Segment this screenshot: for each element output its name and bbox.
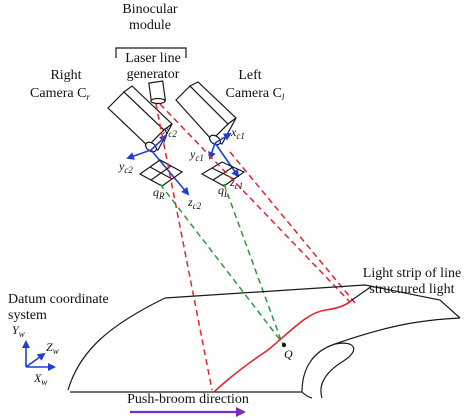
- point-q-label: Q: [284, 347, 293, 361]
- left-x-axis-label: xc1: [230, 125, 245, 141]
- right-y-axis-label: yc2: [118, 159, 133, 175]
- point-q-marker: [281, 342, 287, 348]
- world-x-axis-label: Xw: [33, 371, 47, 387]
- left-camera: [175, 81, 237, 146]
- right-image-plane: [138, 159, 184, 187]
- light-strip-label-line2: structured light: [369, 282, 454, 297]
- right-camera: [107, 85, 173, 153]
- left-image-plane: [200, 161, 246, 187]
- world-z-axis-label: Zw: [46, 340, 59, 356]
- binocular-module-bracket: [115, 47, 187, 58]
- right-camera-label-line2: Camera Cr: [30, 86, 90, 102]
- left-camera-ray-to-q: [223, 183, 283, 344]
- world-axes: [22, 340, 56, 371]
- left-camera-label-line2: Camera Cl: [226, 86, 285, 102]
- right-x-axis-label: xc2: [162, 123, 177, 139]
- right-camera-ray-to-q: [159, 183, 285, 346]
- right-image-point-label: qR: [153, 185, 165, 201]
- left-camera-label-line1: Left: [238, 68, 261, 83]
- right-camera-axes: [126, 134, 190, 196]
- light-strip-label-line1: Light strip of line: [363, 266, 461, 281]
- right-x-axis-arrow: [150, 134, 168, 151]
- binocular-module-label-line2: module: [129, 18, 171, 33]
- right-y-axis-arrow: [126, 149, 152, 160]
- right-z-axis-arrow: [150, 149, 190, 196]
- light-strip-curve: [213, 299, 353, 393]
- left-y-axis-arrow: [208, 142, 216, 160]
- laser-generator-label-line2: generator: [127, 67, 180, 82]
- left-camera-axes: [208, 132, 240, 178]
- world-y-axis-label: Yw: [12, 323, 25, 339]
- left-z-axis-arrow: [214, 142, 240, 178]
- right-z-axis-label: zc2: [187, 195, 202, 211]
- binocular-module-label-line1: Binocular: [122, 2, 178, 17]
- light-strip-leader-line: [351, 285, 373, 301]
- right-camera-label-line1: Right: [50, 68, 81, 83]
- push-broom-label: Push-broom direction: [127, 392, 249, 407]
- laser-ray-right-edge: [159, 103, 351, 303]
- left-x-axis-arrow: [214, 132, 232, 144]
- measured-surface: [67, 284, 461, 399]
- datum-coordinate-label-line2: system: [8, 308, 47, 323]
- left-y-axis-label: yc1: [189, 147, 204, 163]
- left-image-point-label: qL: [218, 183, 229, 199]
- laser-generator-label-line1: Laser line: [125, 51, 181, 66]
- laser-ray-left-edge: [155, 103, 213, 391]
- world-z-axis-arrow: [25, 352, 46, 368]
- datum-coordinate-label-line1: Datum coordinate: [8, 292, 109, 307]
- laser-line-generator: [148, 80, 167, 105]
- left-camera-ray-to-strip: [229, 151, 356, 304]
